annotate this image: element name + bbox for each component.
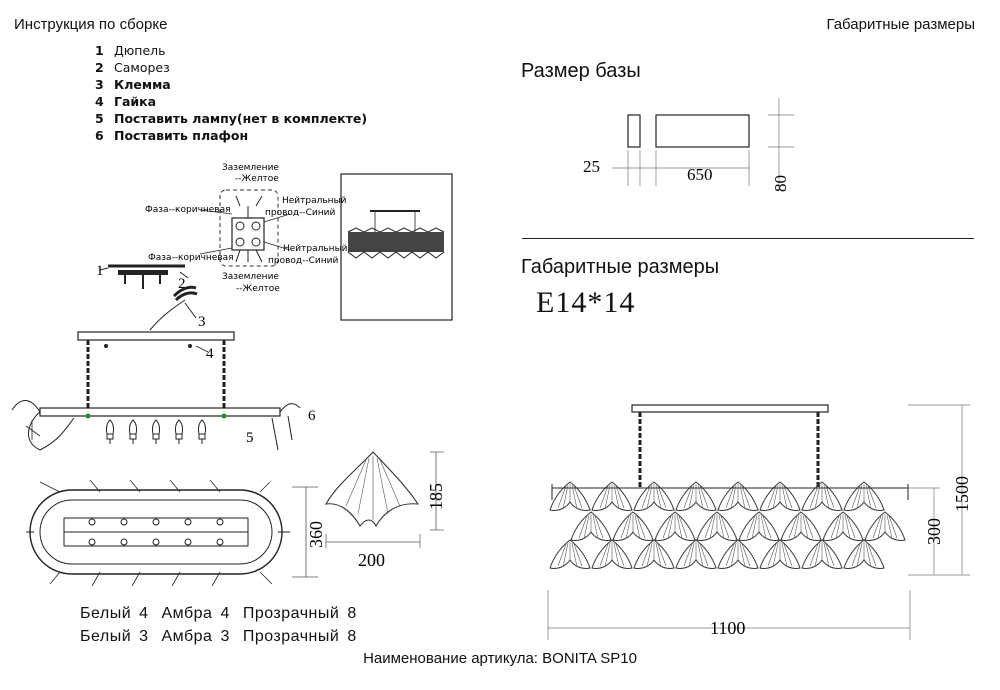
dimensions-header: Габаритные размеры [826, 16, 975, 33]
callout-5: 5 [246, 430, 254, 446]
lamp-spec: E14*14 [536, 286, 636, 319]
overall-dimensions-title: Габаритные размеры [521, 256, 720, 278]
instructions-title: Инструкция по сборке [14, 16, 168, 33]
shade-height-label: 185 [426, 483, 446, 510]
callout-6: 6 [308, 408, 316, 424]
wiring-diagram [199, 189, 291, 267]
section-divider [522, 238, 974, 239]
body-height-label: 300 [924, 518, 944, 545]
callout-2: 2 [178, 276, 186, 292]
base-height-label: 80 [771, 175, 790, 192]
overall-dimensions [547, 404, 970, 640]
neutral-top-label-2: провод--Синий [265, 208, 335, 218]
callout-4: 4 [206, 346, 214, 362]
callout-3: 3 [198, 314, 206, 330]
width-label: 360 [306, 521, 326, 548]
phase-bottom-label: Фаза--коричневая [148, 253, 234, 263]
canopy-assembly [77, 331, 235, 410]
phase-top-label: Фаза--коричневая [145, 205, 231, 215]
ceiling-mount [99, 264, 189, 289]
neutral-bottom-label-1: Нейтральный [283, 244, 348, 254]
base-length-label: 650 [687, 165, 713, 184]
width-dimension [292, 486, 318, 578]
neutral-top-label-1: Нейтральный [282, 196, 347, 206]
callout-1: 1 [96, 263, 104, 279]
terminal-block [149, 285, 198, 331]
neutral-bottom-label-2: провод--Синий [268, 256, 338, 266]
shade-detail [324, 451, 444, 548]
total-height-label: 1500 [952, 476, 972, 512]
article-name: Наименование артикула: BONITA SP10 [363, 650, 637, 667]
base-size-title: Размер базы [521, 60, 641, 82]
assembled-preview [340, 173, 453, 321]
overall-front-view [549, 404, 909, 570]
top-view [26, 479, 290, 587]
ground-bottom-label-2: --Желтое [236, 284, 280, 294]
ground-bottom-label-1: Заземление [222, 272, 279, 282]
ground-top-label-1: Заземление [222, 163, 279, 173]
overall-length-label: 1100 [710, 618, 745, 638]
base-drawing [612, 98, 794, 190]
shade-width-label: 200 [358, 550, 385, 570]
lamp-body-side [11, 400, 301, 451]
ground-top-label-2: --Желтое [235, 174, 279, 184]
base-depth-label: 25 [583, 157, 600, 176]
